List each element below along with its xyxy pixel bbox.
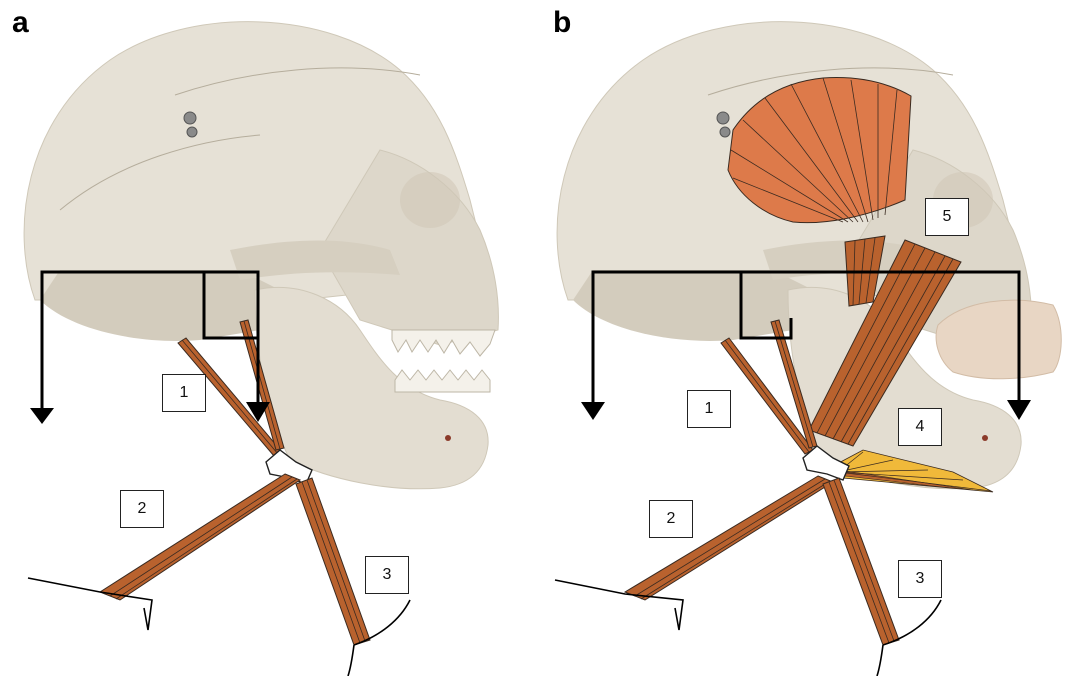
label-box-2: 2 [649, 500, 693, 538]
label-box-5: 5 [925, 198, 969, 236]
label-box-1: 1 [162, 374, 206, 412]
upper-teeth [392, 330, 495, 356]
mental-foramen [982, 435, 988, 441]
label-box-2: 2 [120, 490, 164, 528]
hinge-screw-icon [720, 127, 730, 137]
label-box-1: 1 [687, 390, 731, 428]
skull-diagram-a [0, 0, 532, 676]
panel-a: a [0, 0, 532, 676]
label-box-4: 4 [898, 408, 942, 446]
orbit [400, 172, 460, 228]
label-box-3: 3 [898, 560, 942, 598]
hinge-screw-icon [717, 112, 729, 124]
muscle-2 [625, 476, 833, 600]
muscle-3 [823, 478, 899, 645]
arrow-down-icon [30, 408, 54, 424]
lower-teeth [395, 370, 490, 392]
skull-diagram-b [533, 0, 1065, 676]
panel-b: b [533, 0, 1065, 676]
label-box-3: 3 [365, 556, 409, 594]
mental-foramen [445, 435, 451, 441]
hinge-screw-icon [187, 127, 197, 137]
hinge-screw-icon [184, 112, 196, 124]
arrow-down-icon [581, 402, 605, 420]
muscle-3 [296, 478, 370, 645]
